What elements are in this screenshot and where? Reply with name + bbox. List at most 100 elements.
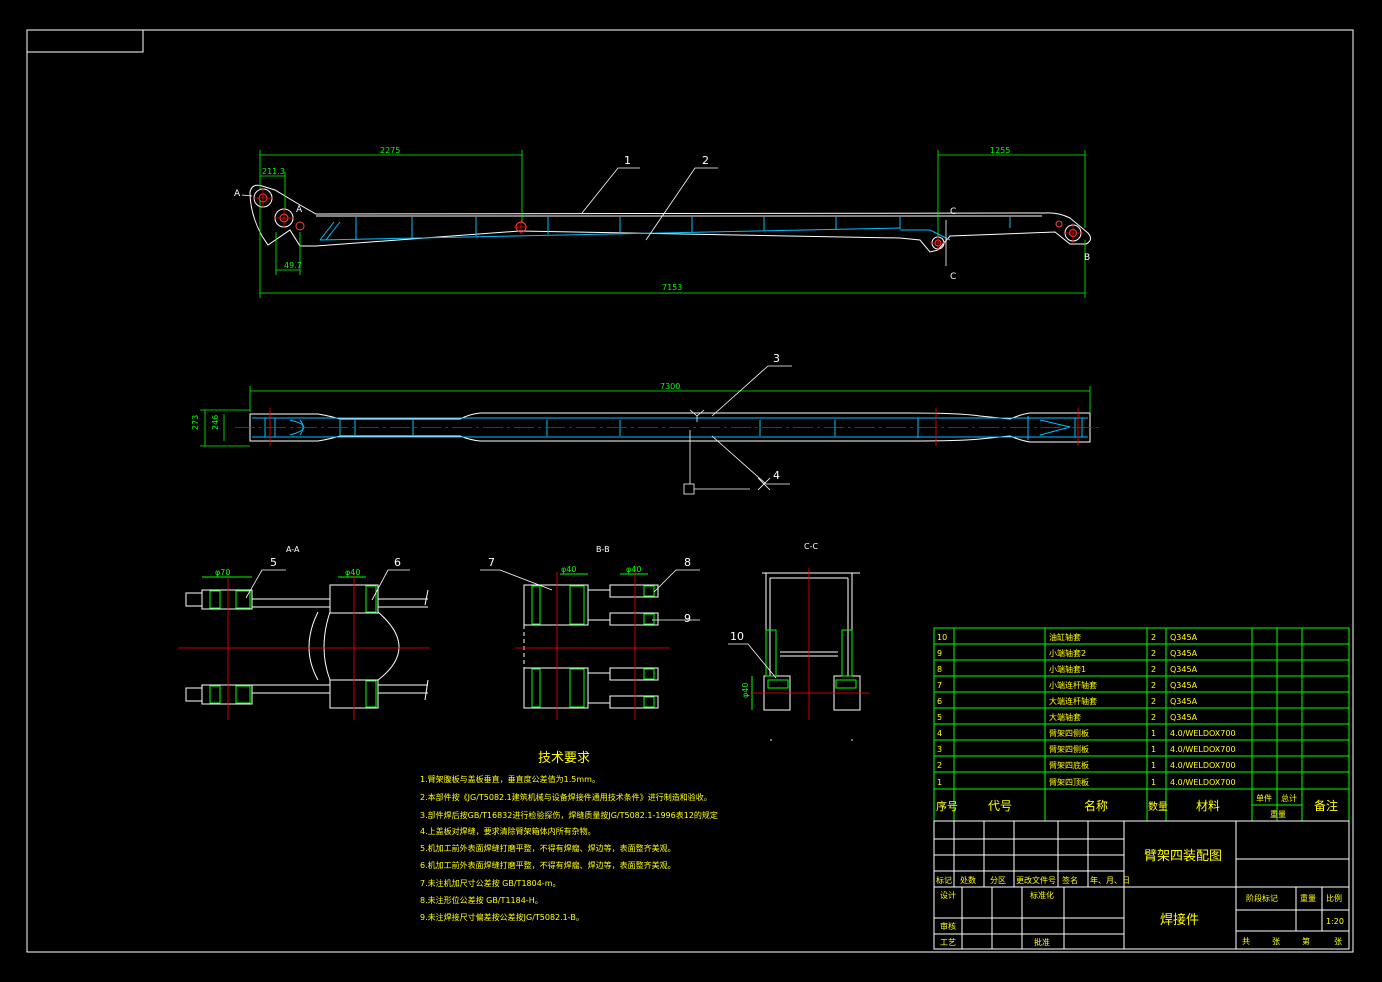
bom-mat-1: 4.0/WELDOX700 <box>1170 778 1236 787</box>
bom-qty-2: 1 <box>1151 761 1156 770</box>
bom-mat-7: Q345A <box>1170 681 1198 690</box>
balloon-5: 5 <box>270 556 277 569</box>
bom-name-6: 大端连杆轴套 <box>1049 696 1097 706</box>
rev-label-doc: 更改文件号 <box>1016 875 1056 885</box>
bom-table: 10 油缸轴套 2 Q345A 9 小端轴套2 2 Q345A 8 小端轴套1 … <box>933 627 1350 822</box>
dim-bb-phi40b: φ40 <box>626 565 641 574</box>
label-approve: 批准 <box>1034 937 1050 947</box>
rev-label-date: 年、月、日 <box>1090 875 1130 885</box>
bom-header-name: 名称 <box>1084 798 1108 813</box>
bom-mat-2: 4.0/WELDOX700 <box>1170 761 1236 770</box>
technical-notes: 技术要求 1.臂架腹板与盖板垂直，垂直度公差值为1.5mm。 2.本部件按《JG… <box>420 751 718 922</box>
label-review: 审核 <box>940 921 956 931</box>
balloon-9: 9 <box>684 612 691 625</box>
bom-mat-6: Q345A <box>1170 697 1198 706</box>
bom-name-3: 臂架四侧板 <box>1049 744 1089 754</box>
dim-273: 273 <box>191 415 200 430</box>
section-bb-title: B-B <box>596 545 610 554</box>
bom-name-7: 小端连杆轴套 <box>1049 680 1097 690</box>
bom-qty-6: 2 <box>1151 697 1156 706</box>
dim-211: 211.3 <box>262 167 285 176</box>
balloon-2: 2 <box>702 154 709 167</box>
sheet-total-unit: 张 <box>1272 937 1280 946</box>
bom-no-6: 6 <box>937 697 942 706</box>
dim-2275: 2275 <box>380 146 400 155</box>
bom-name-2: 臂架四底板 <box>1049 760 1089 770</box>
bom-qty-10: 2 <box>1151 633 1156 642</box>
section-b-b: B-B φ40 <box>480 545 700 720</box>
label-scale: 比例 <box>1326 893 1342 903</box>
bom-no-8: 8 <box>937 665 942 674</box>
bom-qty-9: 2 <box>1151 649 1156 658</box>
bom-name-1: 臂架四顶板 <box>1049 777 1089 787</box>
title-block: 臂架四装配图 焊接件 标记 处数 分区 更改文件号 签名 年、月、日 设计 标准… <box>933 820 1350 950</box>
bom-no-10: 10 <box>937 633 947 642</box>
label-standard: 标准化 <box>1030 890 1054 900</box>
bom-mat-9: Q345A <box>1170 649 1198 658</box>
bom-qty-1: 1 <box>1151 778 1156 787</box>
value-scale: 1:20 <box>1326 917 1344 926</box>
label-stage: 阶段标记 <box>1246 893 1278 903</box>
bom-header-code: 代号 <box>988 799 1012 813</box>
note-line-6: 6.机加工前外表面焊缝打磨平整，不得有焊瘤、焊边等，表面整齐美观。 <box>420 860 676 870</box>
dim-bb-phi40a: φ40 <box>561 565 576 574</box>
note-line-3: 3.部件焊后按GB/T16832进行检验探伤，焊缝质量按JG/T5082.1-1… <box>420 810 718 820</box>
dim-aa-phi70: φ70 <box>215 568 230 577</box>
balloon-8: 8 <box>684 556 691 569</box>
dim-aa-phi40: φ40 <box>345 568 360 577</box>
bom-name-10: 油缸轴套 <box>1049 632 1081 642</box>
bom-qty-8: 2 <box>1151 665 1156 674</box>
note-line-5: 5.机加工前外表面焊缝打磨平整，不得有焊瘤、焊边等，表面整齐美观。 <box>420 843 676 853</box>
bom-name-9: 小端轴套2 <box>1049 648 1086 658</box>
drawing-frame <box>26 29 1354 953</box>
balloon-7: 7 <box>488 556 495 569</box>
bom-name-5: 大端轴套 <box>1049 712 1081 722</box>
dim-49: 49.7 <box>284 261 302 270</box>
bom-header-mat: 材料 <box>1196 799 1220 813</box>
notes-title: 技术要求 <box>538 751 590 766</box>
bom-mat-10: Q345A <box>1170 633 1198 642</box>
sheet-total-label: 共 <box>1242 937 1250 946</box>
bom-name-4: 臂架四侧板 <box>1049 728 1089 738</box>
bom-header-total: 总计 <box>1281 793 1297 803</box>
dim-1255: 1255 <box>990 146 1010 155</box>
dim-7153: 7153 <box>662 283 682 292</box>
section-mark-a1: A <box>234 189 241 199</box>
bom-no-5: 5 <box>937 713 942 722</box>
bom-no-9: 9 <box>937 649 942 658</box>
note-line-8: 8.未注形位公差按 GB/T1184-H。 <box>420 895 543 905</box>
bom-header-weight: 重量 <box>1270 809 1286 819</box>
bom-qty-7: 2 <box>1151 681 1156 690</box>
note-line-2: 2.本部件按《JG/T5082.1建筑机械与设备焊接件通用技术条件》进行制造和验… <box>420 792 712 802</box>
bom-mat-4: 4.0/WELDOX700 <box>1170 729 1236 738</box>
sheet-no-unit: 张 <box>1334 937 1342 946</box>
rev-label-mark: 标记 <box>936 875 952 885</box>
bom-header-qty: 数量 <box>1148 800 1168 813</box>
section-aa-title: A-A <box>286 545 300 554</box>
section-mark-b: B <box>1084 253 1090 263</box>
bom-qty-3: 1 <box>1151 745 1156 754</box>
label-process: 工艺 <box>940 938 956 947</box>
drawing-name: 臂架四装配图 <box>1144 849 1222 864</box>
rev-label-count: 处数 <box>960 875 976 885</box>
section-mark-c2: C <box>950 272 956 282</box>
sheet-no-label: 第 <box>1302 936 1310 946</box>
balloon-6: 6 <box>394 556 401 569</box>
bom-header-no: 序号 <box>936 799 958 813</box>
balloon-10: 10 <box>730 630 744 643</box>
bom-mat-5: Q345A <box>1170 713 1198 722</box>
dim-cc-phi40: φ40 <box>741 683 750 698</box>
dim-246: 246 <box>211 415 220 430</box>
bom-no-7: 7 <box>937 681 942 690</box>
bom-qty-5: 2 <box>1151 713 1156 722</box>
bom-no-3: 3 <box>937 745 942 754</box>
note-line-4: 4.上盖板对焊缝，要求清除臂架箱体内所有杂物。 <box>420 826 596 836</box>
bom-header-unit: 单件 <box>1256 793 1272 803</box>
bom-no-1: 1 <box>937 778 942 787</box>
section-a-a: A-A φ <box>178 545 430 720</box>
part-type: 焊接件 <box>1160 912 1199 928</box>
balloon-4: 4 <box>773 469 780 482</box>
dim-7300: 7300 <box>660 382 680 391</box>
section-mark-a2: A <box>296 205 303 215</box>
